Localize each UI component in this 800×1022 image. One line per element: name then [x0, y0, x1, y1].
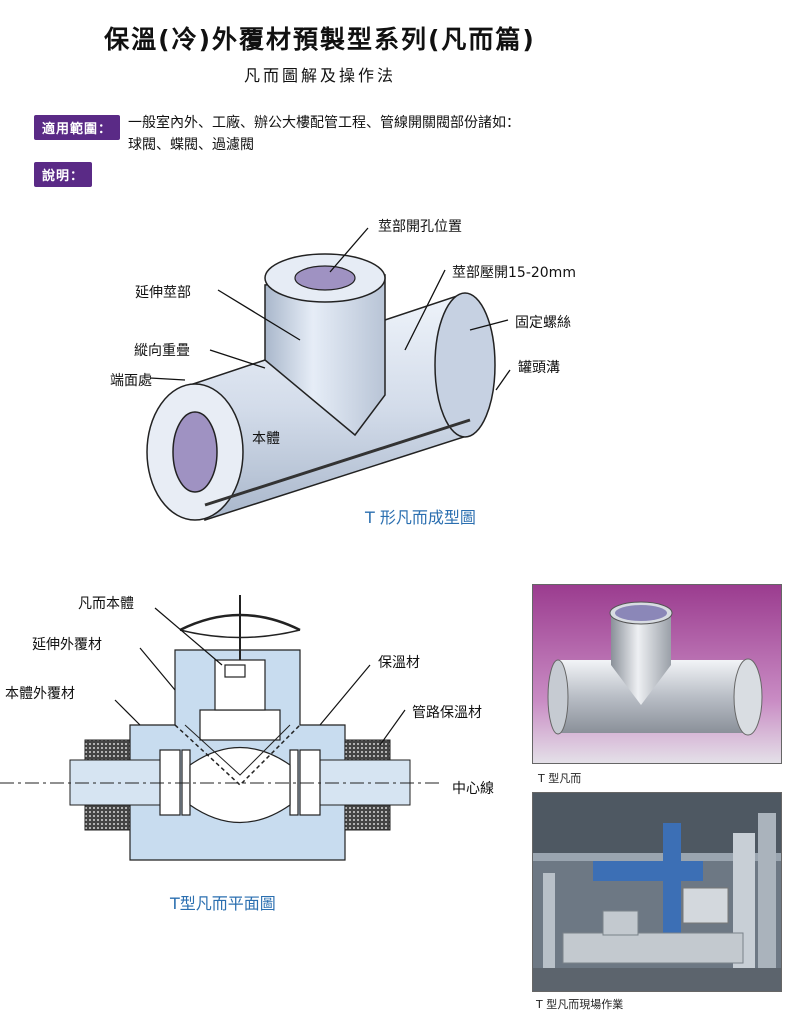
label-stem-hole: 莖部開孔位置 — [378, 219, 462, 235]
label-longitudinal-overlap: 縱向重疊 — [134, 343, 190, 359]
scope-text: 一般室內外、工廠、辦公大樓配管工程、管線開關閥部份諸如： 球閥、蝶閥、過濾閥 — [128, 112, 648, 156]
label-groove: 罐頭溝 — [518, 360, 560, 376]
photo-field-work — [532, 792, 782, 992]
plan-diagram-caption: T型凡而平面圖 — [170, 894, 276, 913]
valve-body-shape — [189, 747, 291, 823]
plan-diagram — [0, 595, 440, 861]
description-tag: 說明： — [34, 162, 93, 187]
label-body: 本體 — [252, 431, 280, 447]
label-extension-cover: 延伸外覆材 — [32, 637, 102, 653]
photo-field-work-caption: T 型凡而現場作業 — [536, 998, 624, 1011]
label-insulation: 保溫材 — [378, 655, 420, 671]
scope-tag: 適用範圍： — [34, 115, 121, 140]
label-extension-stem: 延伸莖部 — [135, 285, 191, 301]
handwheel — [179, 613, 301, 632]
page-title: 保溫(冷)外覆材預製型系列(凡而篇) — [104, 25, 536, 54]
label-end-face: 端面處 — [110, 373, 152, 389]
t-valve-diagram — [146, 227, 511, 521]
label-center-line: 中心線 — [452, 781, 494, 797]
label-valve-body: 凡而本體 — [78, 596, 134, 612]
t-diagram-caption: T 形凡而成型圖 — [365, 508, 476, 527]
page-subtitle: 凡而圖解及操作法 — [243, 66, 396, 85]
label-pipe-insulation: 管路保溫材 — [412, 705, 482, 721]
photo-t-valve-caption: T 型凡而 — [538, 772, 582, 785]
label-fixing-screw: 固定螺絲 — [515, 315, 571, 331]
valve-stem — [264, 253, 386, 437]
label-stem-press: 莖部壓開15-20mm — [452, 265, 576, 281]
t-diagram-leaders — [149, 227, 511, 391]
scope-line-2: 球閥、蝶閥、過濾閥 — [128, 137, 254, 153]
photo-t-valve — [532, 584, 782, 764]
scope-line-1: 一般室內外、工廠、辦公大樓配管工程、管線開關閥部份諸如： — [128, 115, 520, 131]
label-body-cover: 本體外覆材 — [5, 686, 75, 702]
